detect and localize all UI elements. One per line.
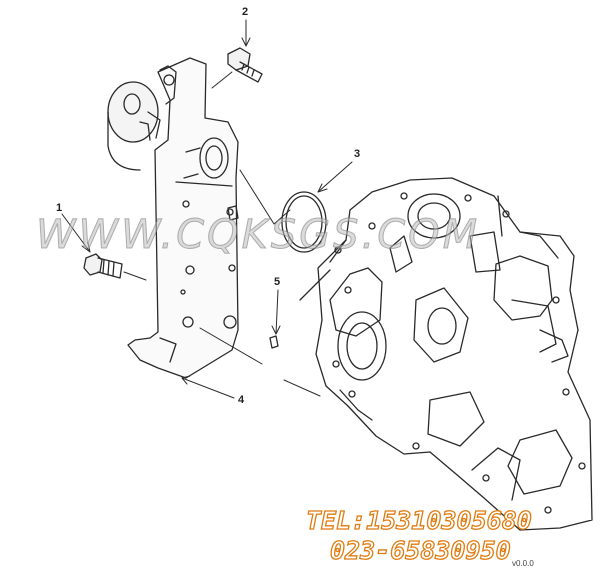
capscrew-part-1: [83, 253, 123, 279]
contact-tel: TEL:15310305680: [305, 506, 532, 535]
dowel-pins-part-5: [227, 205, 279, 349]
callout-label-4: 4: [238, 394, 245, 406]
figure-code: v0.0.0: [512, 559, 534, 568]
contact-phone: 023-65830950: [329, 536, 511, 565]
leader-arrows: [61, 19, 353, 399]
bracket-part-4: [107, 57, 239, 379]
website-watermark: WWW.CQKSGS.COM: [35, 212, 481, 259]
engine-block: [299, 177, 593, 531]
callout-label-5: 5: [274, 276, 281, 288]
callout-label-3: 3: [354, 148, 361, 160]
callout-label-1: 1: [56, 202, 63, 214]
callout-label-2: 2: [242, 6, 249, 18]
capscrew-part-2: [227, 47, 263, 83]
oring-part-3: [281, 191, 327, 253]
